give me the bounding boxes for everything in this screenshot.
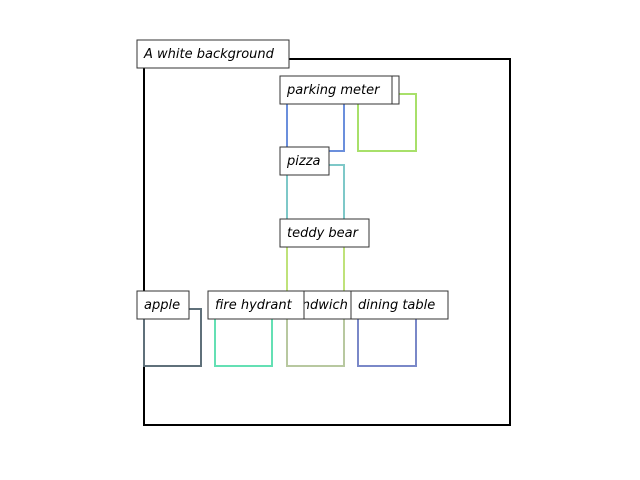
fire-hydrant-label-text: fire hydrant — [215, 298, 293, 313]
apple-label-text: apple — [144, 298, 180, 313]
scene-frame — [143, 58, 511, 426]
teddy-bear-label-text: teddy bear — [287, 226, 360, 241]
caption-text: A white background — [143, 47, 275, 62]
dining-table-label-text: dining table — [358, 298, 435, 313]
parking-meter-label-text: parking meter — [286, 83, 381, 98]
label-dining-table: dining table — [350, 290, 449, 320]
label-caption: A white background — [136, 39, 290, 69]
label-pizza: pizza — [279, 146, 330, 176]
label-fire-hydrant: fire hydrant — [207, 290, 305, 320]
pizza-label-text: pizza — [286, 154, 321, 169]
label-parking-meter: parking meter — [279, 75, 393, 105]
label-apple: apple — [136, 290, 190, 320]
label-teddy-bear: teddy bear — [279, 218, 370, 248]
